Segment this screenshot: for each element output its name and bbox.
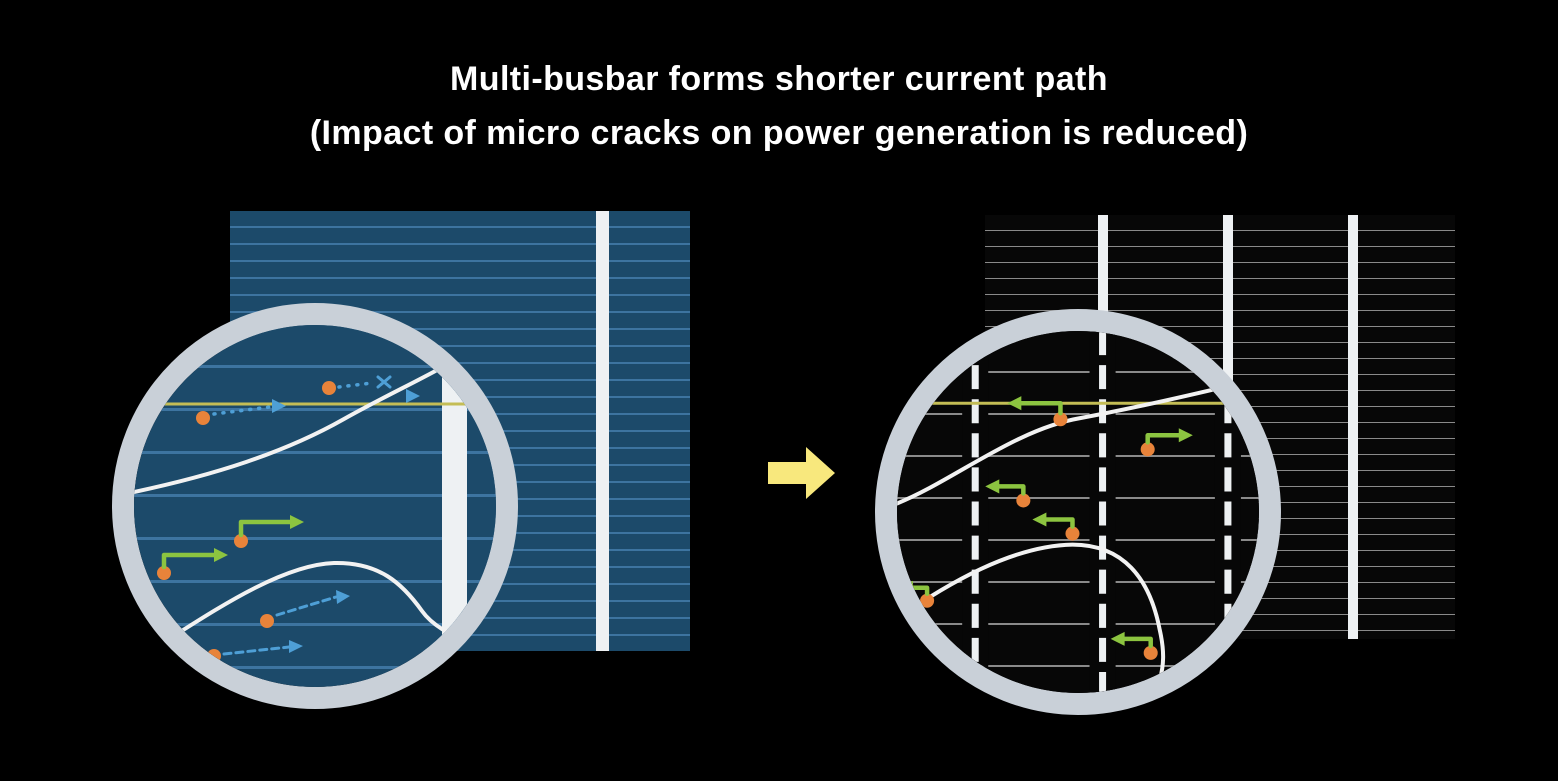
micro-crack: [134, 350, 470, 494]
long-current-path-blue: [207, 640, 303, 663]
current-dot: [1016, 493, 1031, 508]
current-dot: [234, 534, 248, 548]
current-dot: [157, 566, 171, 580]
busbar: [1348, 215, 1358, 639]
micro-crack: [897, 383, 1234, 506]
short-current-path-green: [1110, 631, 1158, 660]
short-current-path-green: [1032, 512, 1080, 541]
left-magnifier-view: [134, 325, 496, 687]
current-dot: [260, 614, 274, 628]
short-current-path-green: [1140, 428, 1193, 457]
blocked-x-marker: [376, 375, 392, 389]
left-magnifier-annotations: [134, 350, 496, 663]
current-dot: [1065, 526, 1080, 541]
current-dot: [920, 593, 935, 608]
current-dot: [1053, 412, 1068, 427]
micro-crack: [897, 542, 1166, 682]
blocked-current-path-blue: [322, 375, 420, 403]
current-dot: [196, 411, 210, 425]
short-current-path-green: [1007, 396, 1068, 427]
right-magnifier-circle: [875, 309, 1281, 715]
short-current-path-green: [985, 479, 1031, 508]
busbar-magnified: [1214, 331, 1241, 693]
short-current-path-green: [234, 515, 304, 548]
left-magnifier-circle: [112, 303, 518, 709]
title-line-1: Multi-busbar forms shorter current path: [450, 60, 1108, 98]
short-current-path-green: [157, 548, 228, 580]
current-dot: [1143, 645, 1158, 660]
transition-arrow-icon: [768, 447, 835, 499]
busbar-magnified: [1089, 331, 1116, 693]
busbar: [596, 211, 609, 651]
micro-crack: [138, 560, 470, 659]
title-line-2: (Impact of micro cracks on power generat…: [309, 114, 1249, 153]
diagram-title: Multi-busbar forms shorter current path …: [0, 52, 1558, 161]
busbar-magnified: [962, 331, 989, 693]
current-dot: [207, 649, 221, 663]
right-magnifier-view: [897, 331, 1259, 693]
long-current-path-blue: [260, 590, 350, 628]
long-current-path-blue: [196, 399, 286, 425]
busbar-magnified: [442, 325, 467, 687]
short-current-path-green: [899, 580, 935, 608]
right-magnifier-annotations: [897, 331, 1259, 693]
current-dot: [1140, 442, 1155, 457]
current-dot: [322, 381, 336, 395]
